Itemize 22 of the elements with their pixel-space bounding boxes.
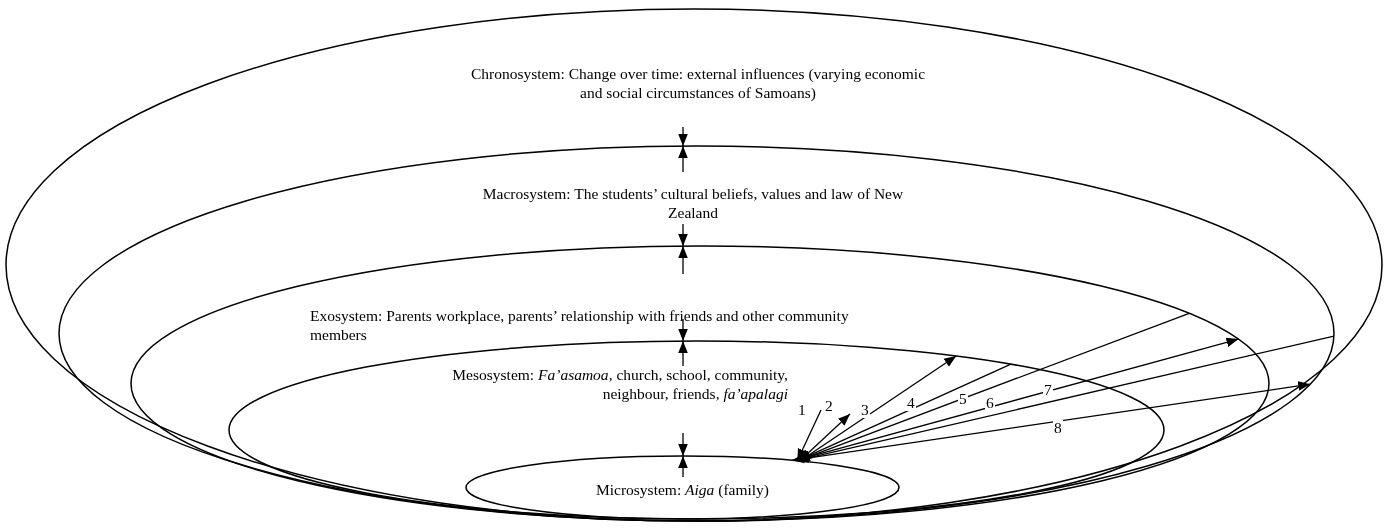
edge-label: 6 — [985, 395, 995, 411]
system-label: Exosystem: Parents workplace, parents’ relationship with friends and other community members — [310, 306, 850, 344]
arrow — [678, 340, 688, 367]
arrow — [678, 318, 688, 342]
edge-label: 7 — [1043, 382, 1053, 398]
arrow — [678, 223, 688, 247]
edge-label: 4 — [906, 395, 916, 411]
arrow — [678, 145, 688, 173]
edge-label: 8 — [1053, 420, 1063, 436]
system-label: Mesosystem: Fa’asamoa, church, school, community, neighbour, friends, fa’apalagi — [451, 365, 788, 403]
system-label: Macrosystem: The students’ cultural beliefs, values and law of New Zealand — [481, 184, 905, 222]
edge-label: 3 — [860, 402, 870, 418]
arrow — [678, 455, 688, 478]
arrow — [678, 126, 688, 147]
edge-label: 2 — [824, 398, 834, 414]
arrow — [791, 381, 1311, 464]
arrow — [678, 245, 688, 275]
arrow — [678, 432, 688, 457]
edge-label: 5 — [958, 391, 968, 407]
system-label: Chronosystem: Change over time: external influences (varying economic and social circumstances of Samoans) — [469, 64, 927, 102]
edge-label: 1 — [797, 402, 807, 418]
system-label: Microsystem: Aiga (family) — [594, 480, 771, 499]
